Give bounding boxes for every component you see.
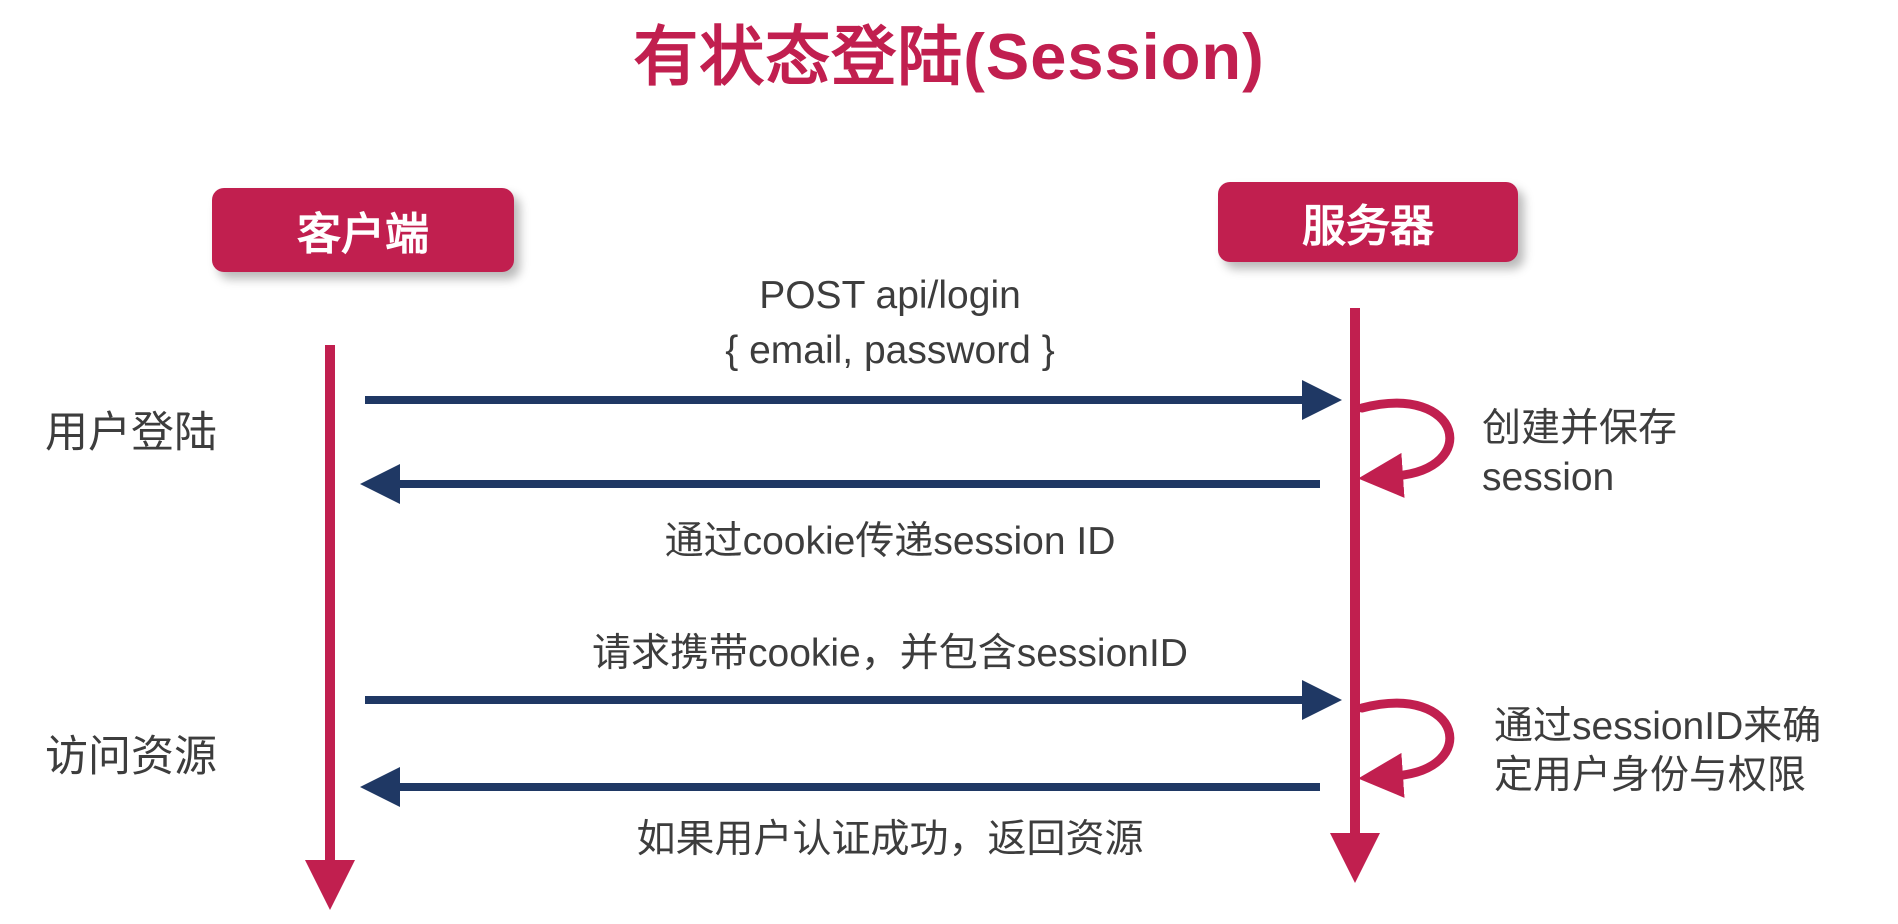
phase-label-access: 访问资源 (45, 733, 217, 781)
note-create-session: 创建并保存 session (1482, 404, 1677, 502)
actor-server-box: 服务器 (1218, 182, 1518, 262)
note-verify-session-line1: 通过sessionID来确 (1494, 705, 1822, 748)
actor-client-label: 客户端 (297, 210, 429, 259)
self-loop-verify-session (1357, 698, 1455, 798)
phase-label-login: 用户登陆 (45, 409, 217, 457)
note-verify-session-line2: 定用户身份与权限 (1494, 754, 1807, 798)
actor-server-label: 服务器 (1302, 202, 1434, 251)
diagram-title: 有状态登陆(Session) (633, 20, 1265, 93)
message-login-request: POST api/login { email, password } (340, 268, 1440, 379)
actor-client-box: 客户端 (212, 188, 514, 272)
self-loop-create-session (1357, 398, 1455, 498)
message-login-request-line2: { email, password } (725, 329, 1055, 373)
message-login-request-line1: POST api/login (759, 274, 1021, 317)
message-access-request: 请求携带cookie，并包含sessionID (592, 632, 1188, 675)
note-verify-session: 通过sessionID来确 定用户身份与权限 (1494, 702, 1821, 800)
note-create-session-line2: session (1482, 456, 1615, 500)
message-access-response: 如果用户认证成功，返回资源 (636, 818, 1144, 861)
message-login-response: 通过cookie传递session ID (664, 520, 1116, 563)
note-create-session-line1: 创建并保存 (1482, 407, 1678, 450)
